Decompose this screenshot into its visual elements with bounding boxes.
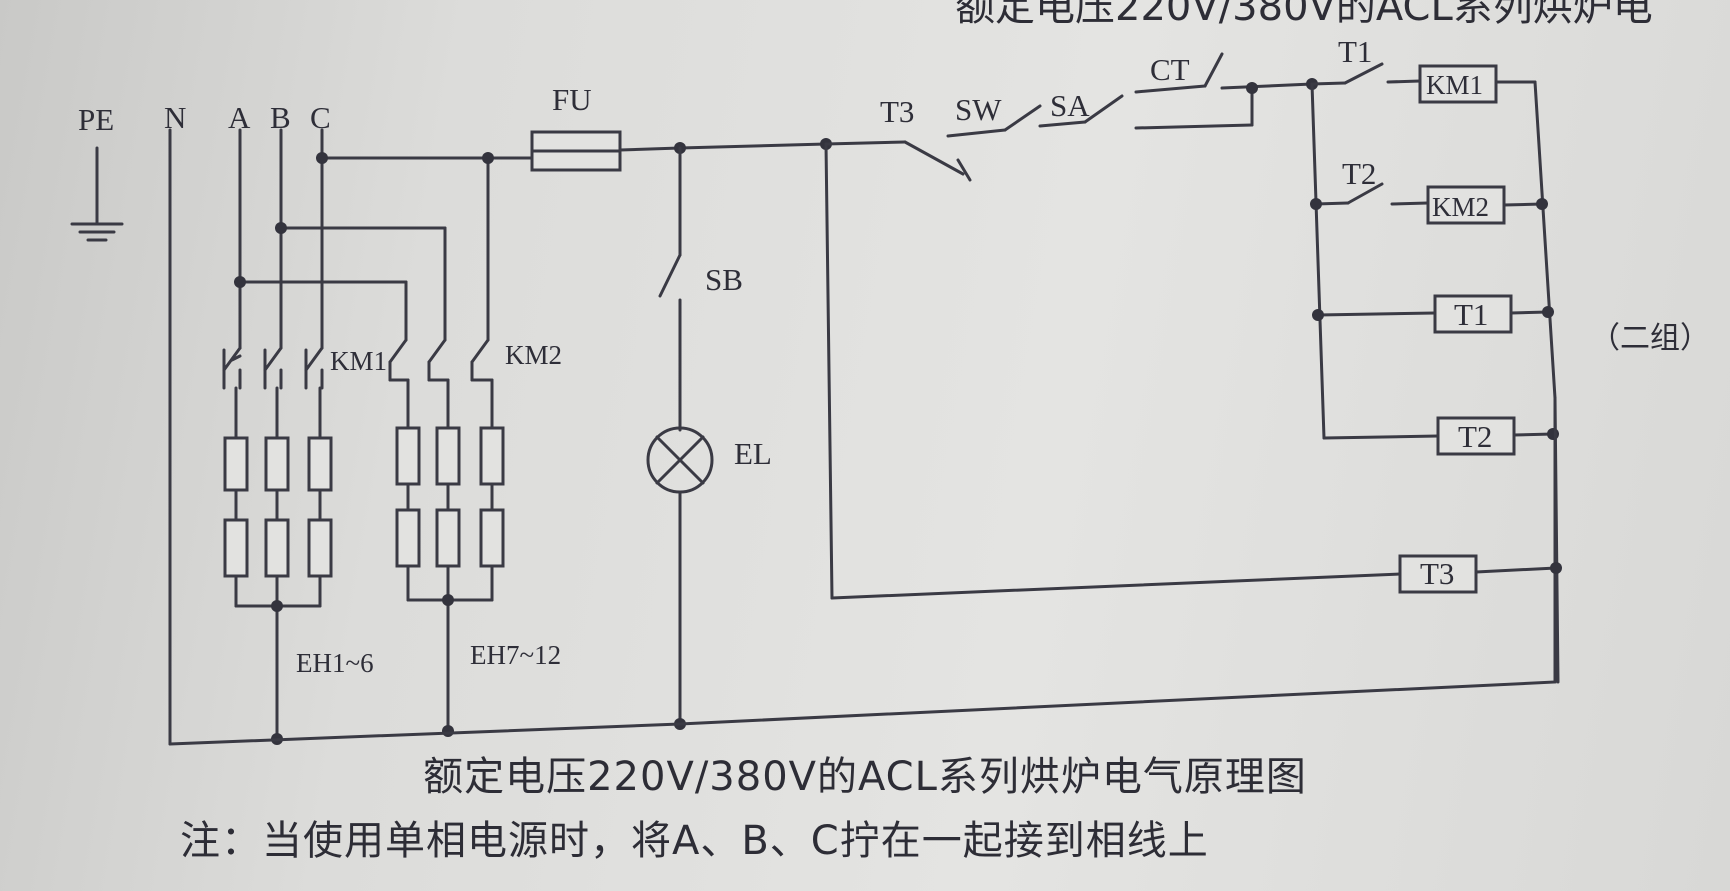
lamp-el bbox=[646, 426, 714, 730]
t2-switch-label: T2 bbox=[1342, 156, 1376, 191]
c-label: C bbox=[310, 100, 331, 135]
km2-contacts-label: KM2 bbox=[505, 340, 562, 370]
t1-coil-label: T1 bbox=[1454, 297, 1488, 332]
eh1-6-label: EH1~6 bbox=[296, 648, 374, 678]
t1-coil-branch bbox=[1433, 294, 1554, 334]
b-label: B bbox=[270, 100, 291, 135]
diagram-caption: 额定电压220V/380V的ACL系列烘炉电气原理图 bbox=[423, 754, 1307, 800]
eh7-12-label: EH7~12 bbox=[470, 640, 561, 670]
km1-contacts bbox=[222, 346, 324, 390]
el-label: EL bbox=[734, 436, 772, 471]
t1-switch-label: T1 bbox=[1338, 34, 1372, 69]
t1-contact-km1-branch bbox=[1310, 62, 1557, 400]
km2-coil-label: KM2 bbox=[1432, 192, 1489, 222]
diagram-note: 注：当使用单相电源时，将A、B、C拧在一起接到相线上 bbox=[180, 818, 1209, 864]
t2-contact-km2-branch bbox=[1346, 182, 1548, 225]
t2-coil-label: T2 bbox=[1458, 419, 1492, 454]
control-chain bbox=[824, 52, 1318, 182]
ground-symbol bbox=[70, 146, 124, 242]
heater-bank-eh7-12 bbox=[388, 378, 505, 737]
a-label: A bbox=[228, 100, 251, 135]
t3-switch-label: T3 bbox=[880, 94, 914, 129]
sa-label: SA bbox=[1050, 88, 1090, 123]
km1-contacts-label: KM1 bbox=[330, 346, 387, 376]
t3-coil-label: T3 bbox=[1420, 556, 1454, 591]
sw-label: SW bbox=[955, 92, 1002, 127]
group-label: （二组） bbox=[1590, 321, 1710, 356]
n-label: N bbox=[164, 100, 186, 135]
km2-contacts bbox=[388, 338, 490, 382]
pe-label: PE bbox=[78, 102, 114, 137]
sb-switch bbox=[658, 146, 682, 432]
ct-label: CT bbox=[1150, 52, 1190, 87]
sb-label: SB bbox=[705, 262, 743, 297]
heater-bank-eh1-6 bbox=[223, 386, 333, 745]
cut-off-header-text: 额定电压220V/380V的ACL系列烘炉电 bbox=[955, 0, 1653, 30]
fu-label: FU bbox=[552, 82, 592, 117]
t2-coil-branch bbox=[1436, 416, 1559, 456]
fuse-fu bbox=[530, 130, 622, 172]
power-buses bbox=[168, 128, 324, 746]
t3-coil-branch bbox=[824, 142, 1562, 600]
km1-coil-label: KM1 bbox=[1426, 70, 1483, 100]
